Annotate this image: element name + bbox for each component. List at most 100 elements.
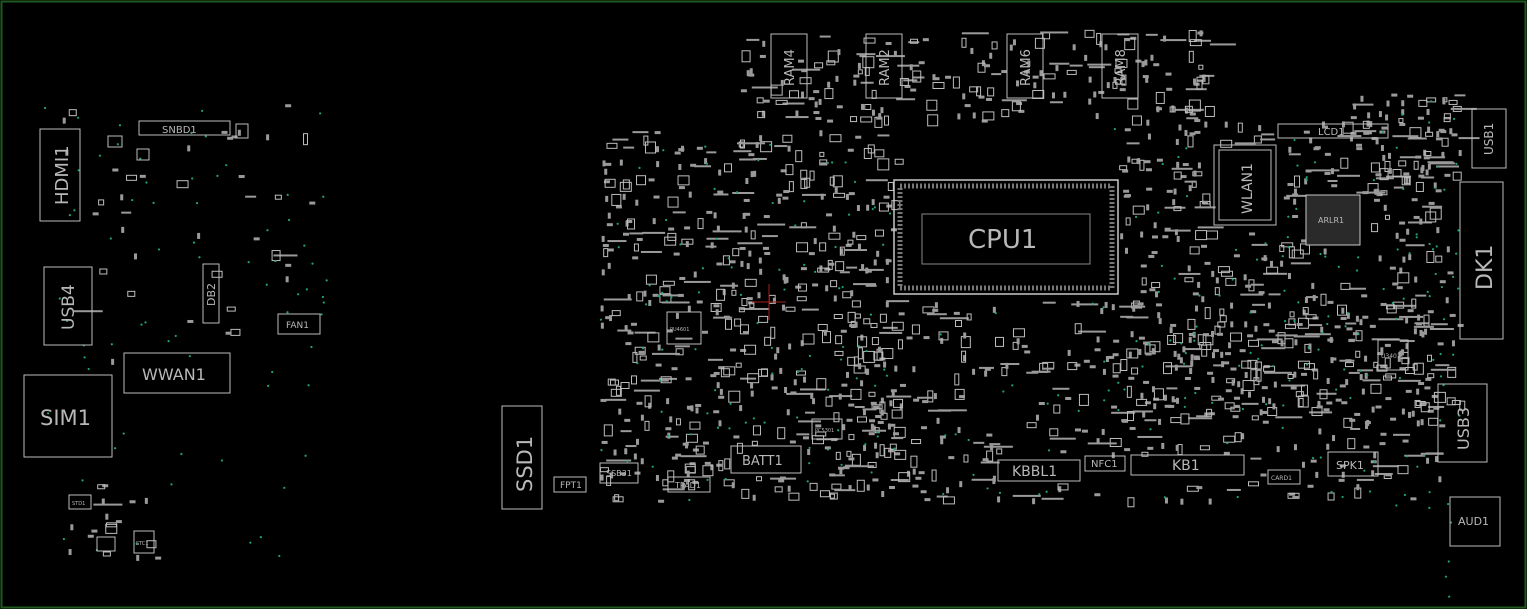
- via: [688, 498, 691, 502]
- passive-part: [1341, 401, 1348, 405]
- db2-connector[interactable]: DB2: [202, 263, 220, 324]
- passive-part: [891, 437, 904, 440]
- passive-part: [1287, 273, 1291, 280]
- passive-part: [896, 98, 916, 101]
- via: [727, 257, 730, 260]
- passive-part: [1423, 314, 1430, 327]
- passive-part: [1201, 344, 1208, 357]
- passive-part: [857, 243, 861, 250]
- passive-part: [982, 111, 995, 121]
- passive-part: [826, 60, 836, 66]
- sim1-slot[interactable]: SIM1: [23, 374, 113, 458]
- passive-part: [1139, 159, 1145, 171]
- passive-part: [1190, 354, 1194, 361]
- via: [1296, 164, 1299, 167]
- ram4-module[interactable]: RAM4: [770, 33, 808, 99]
- ram6-module[interactable]: RAM6: [1006, 33, 1044, 99]
- passive-part: [865, 284, 877, 287]
- via: [1218, 294, 1221, 297]
- dk1-connector[interactable]: DK1: [1459, 181, 1504, 340]
- ram2-module[interactable]: RAM2: [865, 33, 903, 99]
- passive-part: [880, 409, 884, 416]
- passive-part: [1000, 363, 1020, 366]
- ssd1-connector[interactable]: SSD1: [501, 405, 543, 510]
- passive-part: [1441, 151, 1445, 158]
- ram8-module[interactable]: RAM8: [1101, 33, 1139, 99]
- via: [1447, 560, 1450, 563]
- nfc1-connector[interactable]: NFC1: [1084, 455, 1126, 472]
- kbbl1-connector[interactable]: KBBL1: [997, 459, 1081, 482]
- passive-part: [1009, 44, 1013, 51]
- passive-part: [918, 471, 925, 475]
- passive-part: [823, 329, 827, 336]
- passive-part: [874, 229, 884, 237]
- via: [1134, 215, 1138, 219]
- passive-part: [1413, 325, 1434, 328]
- passive-part: [984, 367, 991, 371]
- via: [259, 535, 262, 539]
- via: [68, 214, 71, 217]
- passive-part: [1421, 176, 1435, 179]
- passive-part: [1164, 404, 1171, 408]
- passive-part: [1413, 328, 1417, 335]
- passive-part: [1163, 394, 1167, 401]
- passive-part: [760, 141, 773, 153]
- via: [1395, 504, 1398, 507]
- batt1-connector[interactable]: BATT1: [730, 445, 802, 474]
- passive-part: [1280, 384, 1305, 387]
- via: [157, 248, 161, 251]
- hdmi1-connector[interactable]: HDMI1: [39, 128, 81, 222]
- lcd1-connector[interactable]: LCD1: [1277, 123, 1389, 139]
- passive-part: [1417, 116, 1424, 120]
- passive-part: [1343, 417, 1353, 428]
- usb4-connector[interactable]: USB4: [43, 266, 93, 346]
- passive-part: [615, 385, 621, 396]
- passive-part: [1074, 428, 1081, 432]
- via: [865, 349, 868, 353]
- passive-part: [1425, 452, 1444, 455]
- via: [1281, 426, 1284, 429]
- passive-part: [1126, 348, 1139, 359]
- passive-part: [760, 368, 768, 377]
- passive-part: [121, 211, 132, 214]
- passive-part: [70, 524, 74, 531]
- spk1-connector[interactable]: SPK1: [1327, 451, 1379, 477]
- via: [1103, 399, 1106, 402]
- passive-part: [976, 86, 982, 97]
- usb1-connector[interactable]: USB1: [1471, 108, 1507, 169]
- passive-part: [877, 158, 890, 171]
- passive-part: [1188, 29, 1197, 42]
- wwan1-connector[interactable]: WWAN1: [123, 352, 231, 394]
- passive-part: [827, 81, 831, 88]
- passive-part: [1425, 131, 1434, 137]
- snbd1-connector[interactable]: SNBD1: [107, 120, 249, 161]
- passive-part: [1263, 365, 1276, 372]
- passive-part: [722, 255, 730, 266]
- fan1-connector[interactable]: FAN1: [277, 313, 321, 335]
- passive-part: [1204, 261, 1211, 265]
- via: [1439, 419, 1442, 422]
- passive-part: [1184, 277, 1194, 283]
- passive-part: [1211, 330, 1215, 337]
- ssb31-connector[interactable]: SSB31: [599, 462, 639, 484]
- via: [853, 180, 857, 184]
- usb3-connector[interactable]: USB3: [1437, 383, 1488, 463]
- passive-part: [1315, 471, 1319, 478]
- passive-part: [782, 134, 793, 143]
- tpad1-connector[interactable]: TPAD1: [667, 476, 711, 493]
- passive-part: [1361, 294, 1368, 298]
- aud1-connector[interactable]: AUD1: [1449, 496, 1501, 547]
- via: [1373, 460, 1376, 463]
- passive-part: [1122, 169, 1129, 173]
- passive-part: [926, 313, 947, 316]
- passive-part: [751, 86, 778, 89]
- passive-part: [642, 231, 666, 234]
- passive-part: [932, 308, 939, 312]
- fpt1-connector[interactable]: FPT1: [553, 476, 587, 493]
- passive-part: [665, 427, 672, 431]
- cpu1-chip[interactable]: CPU1: [893, 179, 1119, 295]
- wlan1-connector[interactable]: WLAN1: [1213, 144, 1277, 226]
- card1-connector[interactable]: CARD1: [1267, 469, 1301, 485]
- passive-part: [225, 331, 232, 335]
- kb1-connector[interactable]: KB1: [1130, 454, 1245, 476]
